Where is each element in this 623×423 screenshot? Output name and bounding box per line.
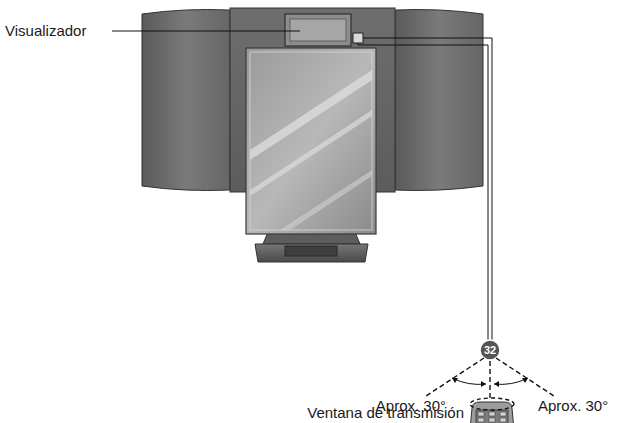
angle-label: Aprox. 30° xyxy=(538,397,608,414)
part-label: Ventana de transmisión xyxy=(307,404,464,421)
part-label: Visualizador xyxy=(5,22,86,39)
callout-number: 32 xyxy=(484,344,496,356)
